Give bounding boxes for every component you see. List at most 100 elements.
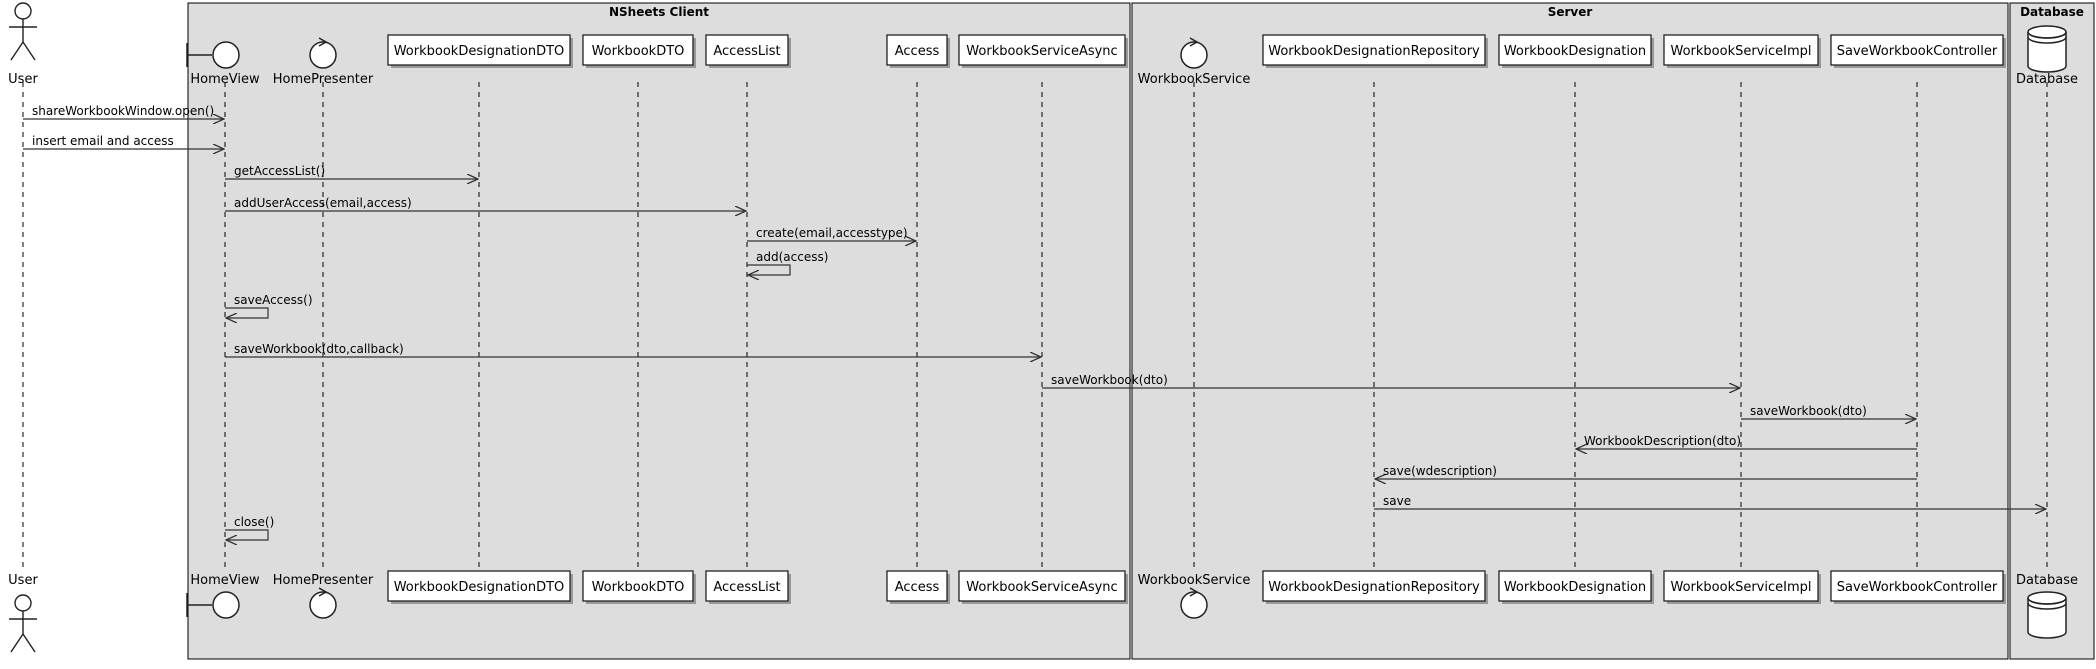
participant-wddto-top: WorkbookDesignationDTO [387, 34, 573, 68]
message-label: insert email and access [32, 134, 174, 148]
participant-label: Access [895, 580, 940, 595]
participant-swctrl-top: SaveWorkbookController [1830, 34, 2006, 68]
message-label: saveWorkbook(dto,callback) [234, 342, 404, 356]
message-12: save(wdescription) [1375, 464, 1917, 479]
self-message-arrow [225, 529, 269, 540]
participant-label: WorkbookServiceAsync [966, 44, 1117, 59]
actor-icon [9, 594, 37, 653]
participant-wsimpl-top: WorkbookServiceImpl [1663, 34, 1821, 68]
participant-label: WorkbookDesignationDTO [394, 580, 565, 595]
message-3: getAccessList() [225, 164, 478, 179]
participant-label: WorkbookDesignationDTO [394, 44, 565, 59]
self-message-arrow [225, 307, 269, 318]
participant-db-top: Database [2016, 25, 2078, 87]
message-8: saveWorkbook(dto,callback) [225, 342, 1041, 357]
participant-label: WorkbookDesignation [1504, 580, 1646, 595]
message-2: insert email and access [23, 134, 224, 149]
message-label: addUserAccess(email,access) [234, 196, 412, 210]
message-label: getAccessList() [234, 164, 325, 178]
participant-label: HomeView [190, 72, 260, 87]
participant-label: HomeView [190, 573, 260, 588]
message-label: saveAccess() [234, 293, 313, 307]
message-label: save [1383, 494, 1411, 508]
message-11: WorkbookDescription(dto) [1576, 434, 1917, 449]
control-icon [1180, 587, 1208, 619]
participant-label: WorkbookService [1138, 72, 1251, 87]
participant-wdto-top: WorkbookDTO [582, 34, 696, 68]
actor-icon [9, 2, 37, 61]
participant-label: WorkbookServiceImpl [1670, 44, 1811, 59]
box-client [187, 2, 1131, 660]
box-title-database: Database [2020, 5, 2084, 19]
participant-access-bottom: Access [886, 570, 950, 604]
participant-label: WorkbookDesignationRepository [1268, 580, 1480, 595]
boundary-icon [186, 41, 240, 69]
message-13: save [1374, 494, 2046, 509]
participant-label: SaveWorkbookController [1837, 44, 1998, 59]
self-message-arrow [747, 264, 791, 275]
participant-label: WorkbookDesignationRepository [1268, 44, 1480, 59]
participant-label: Access [895, 44, 940, 59]
message-4: addUserAccess(email,access) [225, 196, 746, 211]
participant-label: WorkbookDTO [592, 44, 685, 59]
participant-label: WorkbookServiceAsync [966, 580, 1117, 595]
message-label: WorkbookDescription(dto) [1584, 434, 1741, 448]
participant-accesslist-top: AccessList [705, 34, 791, 68]
participant-swctrl-bottom: SaveWorkbookController [1830, 570, 2006, 604]
message-label: create(email,accesstype) [756, 226, 908, 240]
participant-label: WorkbookServiceImpl [1670, 580, 1811, 595]
participant-label: WorkbookDesignation [1504, 44, 1646, 59]
participant-wsimpl-bottom: WorkbookServiceImpl [1663, 570, 1821, 604]
participant-accesslist-bottom: AccessList [705, 570, 791, 604]
participant-label: AccessList [713, 44, 780, 59]
participant-label: WorkbookDTO [592, 580, 685, 595]
participant-label: Database [2016, 72, 2078, 87]
participant-label: AccessList [713, 580, 780, 595]
message-5: create(email,accesstype) [747, 226, 916, 241]
participant-label: WorkbookService [1138, 573, 1251, 588]
participant-wservice-bottom: WorkbookService [1138, 573, 1251, 619]
box-server [1131, 2, 2009, 660]
participant-homeview-top: HomeView [186, 41, 260, 87]
message-label: save(wdescription) [1383, 464, 1497, 478]
control-icon [1180, 37, 1208, 69]
message-label: close() [234, 515, 274, 529]
participant-access-top: Access [886, 34, 950, 68]
message-label: saveWorkbook(dto) [1750, 404, 1867, 418]
participant-homeview-bottom: HomeView [186, 573, 260, 619]
participant-wdesig-bottom: WorkbookDesignation [1498, 570, 1654, 604]
participant-wsasync-bottom: WorkbookServiceAsync [958, 570, 1128, 604]
box-database [2009, 2, 2095, 660]
participant-label: SaveWorkbookController [1837, 580, 1998, 595]
boundary-icon [186, 591, 240, 619]
participant-user-bottom: User [8, 573, 38, 653]
message-6: add(access) [747, 250, 828, 275]
participant-db-bottom: Database [2016, 573, 2078, 639]
control-icon [309, 587, 337, 619]
message-9: saveWorkbook(dto) [1042, 373, 1740, 388]
participant-label: HomePresenter [273, 72, 374, 87]
message-10: saveWorkbook(dto) [1741, 404, 1916, 419]
participant-user-top: User [8, 2, 38, 87]
participant-label: User [8, 573, 38, 588]
participant-label: Database [2016, 573, 2078, 588]
control-icon [309, 37, 337, 69]
box-title-client: NSheets Client [609, 5, 709, 19]
participant-label: User [8, 72, 38, 87]
participant-wdesig-top: WorkbookDesignation [1498, 34, 1654, 68]
message-label: shareWorkbookWindow.open() [32, 104, 214, 118]
message-label: saveWorkbook(dto) [1051, 373, 1168, 387]
box-title-server: Server [1548, 5, 1593, 19]
participant-homepresenter-top: HomePresenter [273, 37, 374, 87]
database-icon [2027, 591, 2067, 639]
participant-wddto-bottom: WorkbookDesignationDTO [387, 570, 573, 604]
participant-wsasync-top: WorkbookServiceAsync [958, 34, 1128, 68]
participant-label: HomePresenter [273, 573, 374, 588]
participant-wdto-bottom: WorkbookDTO [582, 570, 696, 604]
participant-homepresenter-bottom: HomePresenter [273, 573, 374, 619]
participant-wdrepo-top: WorkbookDesignationRepository [1262, 34, 1488, 68]
message-7: saveAccess() [225, 293, 313, 318]
message-1: shareWorkbookWindow.open() [23, 104, 224, 119]
message-label: add(access) [756, 250, 828, 264]
